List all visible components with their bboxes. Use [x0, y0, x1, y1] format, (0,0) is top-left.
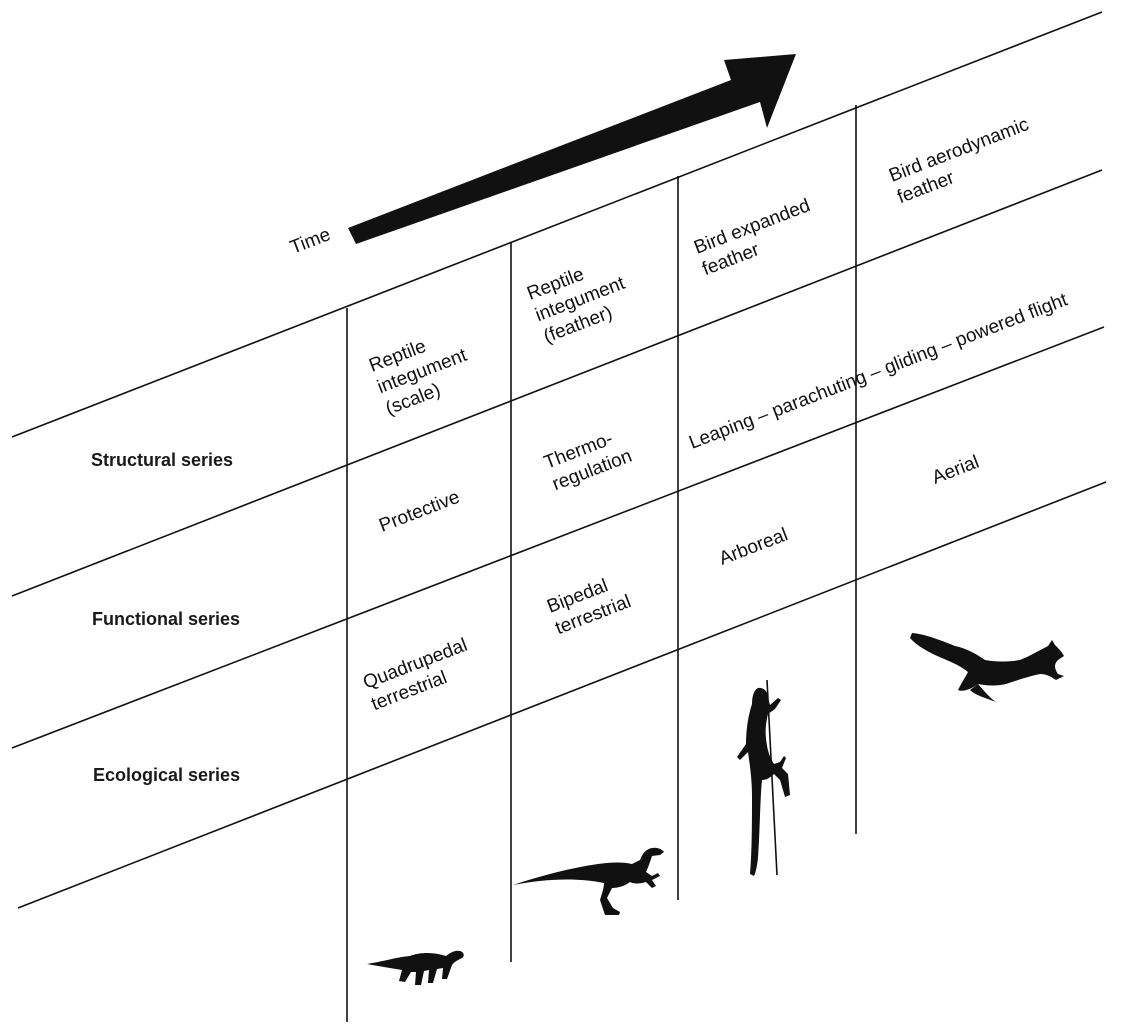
row-label-functional: Functional series [92, 609, 240, 629]
row-label-structural: Structural series [91, 450, 233, 470]
time-label: Time [287, 224, 333, 258]
cell-protective: Protective [376, 487, 462, 537]
bipedal-dinosaur-icon [513, 847, 664, 915]
cell-quadrupedal-terrestrial: Quadrupedal terrestrial [360, 635, 470, 715]
cell-aerial: Aerial [929, 452, 982, 489]
feathered-glider-icon [910, 633, 1064, 702]
cell-arboreal: Arboreal [716, 524, 791, 569]
cell-reptile-feather: Reptile integument (feather) [524, 264, 628, 348]
cell-flight-progression: Leaping – parachuting – gliding – powere… [686, 289, 1071, 453]
cell-bipedal-terrestrial: Bipedal terrestrial [544, 575, 634, 639]
climbing-lizard-icon [737, 679, 790, 876]
svg-text:Bird aerodynamic: Bird aerodynamic [886, 114, 1032, 187]
cell-bird-expanded-feather: Bird expanded feather [691, 195, 813, 280]
cell-reptile-scale: Reptile integument (scale) [366, 336, 470, 420]
cell-bird-aerodynamic-feather: Bird aerodynamic feather [886, 114, 1032, 208]
grid-column-lines [346, 105, 857, 1022]
time-arrow-icon [348, 54, 796, 244]
cell-thermoregulation: Thermo- regulation [541, 428, 635, 495]
row-label-ecological: Ecological series [93, 765, 240, 785]
quadruped-dinosaur-icon [367, 950, 464, 985]
grid-row-lines [11, 11, 1107, 909]
